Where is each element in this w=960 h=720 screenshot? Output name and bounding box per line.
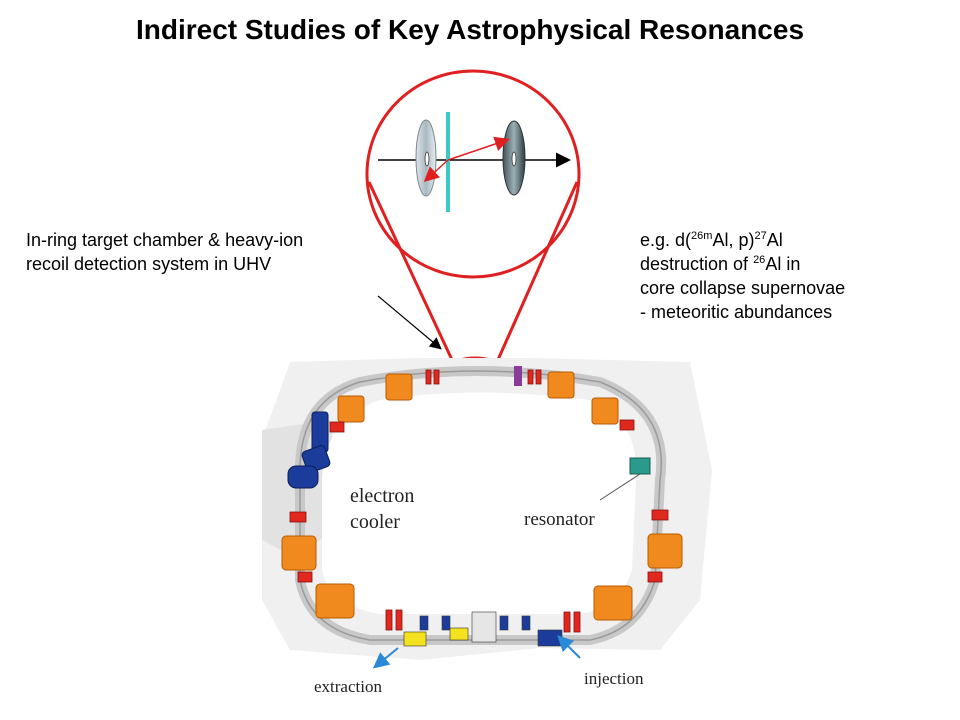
- dipole-magnet: [593, 585, 633, 621]
- formula-mid: Al, p): [712, 230, 755, 250]
- page-title: Indirect Studies of Key Astrophysical Re…: [135, 14, 805, 45]
- quadrupole: [563, 611, 571, 633]
- quadrupole: [573, 611, 581, 633]
- quadrupole: [535, 369, 542, 385]
- reaction-note-line4: - meteoritic abundances: [640, 302, 833, 322]
- injection-label: injection: [584, 669, 644, 688]
- quadrupole: [647, 571, 663, 583]
- injection-arrow: [557, 635, 581, 659]
- electron-cooler-hardware: [287, 411, 331, 489]
- reaction-note: e.g. d(26mAl, p)27Al destruction of 26Al…: [640, 228, 940, 324]
- reaction-note-line3: core collapse supernovae: [640, 278, 846, 298]
- quadrupole: [433, 369, 440, 385]
- dipole-magnet: [315, 583, 355, 619]
- dipole-magnet: [385, 373, 413, 401]
- reaction-note-line2: destruction of 26Al in: [640, 252, 940, 276]
- quadrupole: [289, 511, 307, 523]
- line2-pre: destruction of: [640, 254, 754, 274]
- detector-schematic: [378, 112, 571, 212]
- injection-septum: [537, 629, 563, 647]
- quadrupole-magnets: [289, 369, 669, 633]
- resonator-label: resonator: [524, 509, 595, 530]
- quadrupole: [297, 571, 313, 583]
- zoom-line-right: [495, 181, 579, 363]
- proton-trajectory: [423, 159, 449, 183]
- storage-ring: electron cooler resonator extraction inj…: [262, 358, 712, 696]
- dipole-magnets: [281, 371, 683, 621]
- cooler-section: [287, 465, 319, 489]
- dipole-magnet: [591, 397, 619, 425]
- formula-prefix: e.g. d(: [640, 230, 692, 250]
- recoil-trajectory: [447, 136, 510, 161]
- zoom-ellipse: [365, 69, 581, 279]
- quadrupole: [619, 419, 635, 431]
- quadrupole: [395, 609, 403, 631]
- electron-cooler-label-2: cooler: [350, 511, 400, 533]
- dipole-magnet: [337, 395, 365, 423]
- recoil-detector-hole: [511, 151, 517, 167]
- extraction-septum: [403, 631, 427, 647]
- dipole-magnet: [281, 535, 317, 571]
- target-chamber-note-line2: recoil detection system in UHV: [26, 254, 272, 274]
- detector-hole: [424, 151, 430, 167]
- quadrupole: [329, 421, 345, 433]
- electron-cooler-label-1: electron: [350, 485, 414, 507]
- extraction-label: extraction: [314, 677, 382, 696]
- zoom-callout: [365, 69, 581, 376]
- extraction-arrow: [372, 647, 399, 669]
- kicker-element: [514, 366, 522, 386]
- resonator-element: [629, 457, 651, 475]
- formula-al: Al: [766, 230, 783, 250]
- pointer-arrow: [377, 295, 442, 350]
- dipole-magnet: [647, 533, 683, 569]
- reaction-formula: e.g. d(26mAl, p)27Al: [640, 228, 940, 252]
- quadrupole: [425, 369, 432, 385]
- formula-sup-27: 27: [754, 230, 767, 242]
- quadrupole: [651, 509, 669, 521]
- center-chamber: [471, 611, 497, 643]
- target-chamber-note: In-ring target chamber & heavy-ion recoi…: [26, 228, 406, 276]
- zoom-line-left: [367, 181, 455, 363]
- quadrupole: [527, 369, 534, 385]
- target-chamber-note-line1: In-ring target chamber & heavy-ion: [26, 230, 304, 250]
- lower-straight-elements: [403, 611, 563, 647]
- dipole-magnet: [547, 371, 575, 399]
- line2-post: Al in: [765, 254, 801, 274]
- resonator-leader: [599, 473, 641, 501]
- gas-jet-target: [446, 112, 450, 212]
- quadrupole: [385, 609, 393, 631]
- formula-sup-26m: 26m: [691, 230, 713, 242]
- line2-sup-26: 26: [753, 254, 766, 266]
